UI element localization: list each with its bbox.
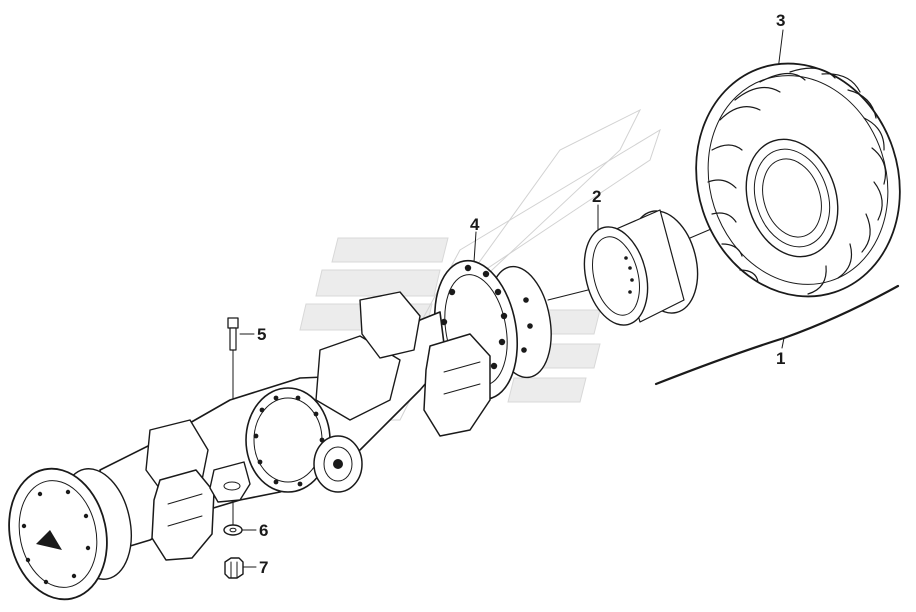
- leader-4: [473, 231, 477, 263]
- callout-5: 5: [257, 325, 266, 344]
- callout-7: 7: [259, 558, 268, 577]
- mount-bracket: [209, 461, 251, 503]
- axle-housing: [99, 291, 447, 553]
- washer: [223, 524, 243, 536]
- nut: [224, 557, 244, 579]
- callout-3: 3: [776, 11, 785, 30]
- wheel-rim: [583, 209, 699, 326]
- bolt: [227, 317, 239, 351]
- left-wheel-hub: [8, 467, 132, 601]
- brake-caliper-right: [423, 333, 491, 437]
- brake-caliper-left: [151, 469, 215, 561]
- assembly-bracket-1: [654, 284, 900, 386]
- callout-6: 6: [259, 521, 268, 540]
- callout-2: 2: [592, 187, 601, 206]
- callout-4: 4: [470, 215, 480, 234]
- callout-1: 1: [776, 349, 785, 368]
- tire: [695, 62, 901, 298]
- leader-1: [781, 337, 785, 349]
